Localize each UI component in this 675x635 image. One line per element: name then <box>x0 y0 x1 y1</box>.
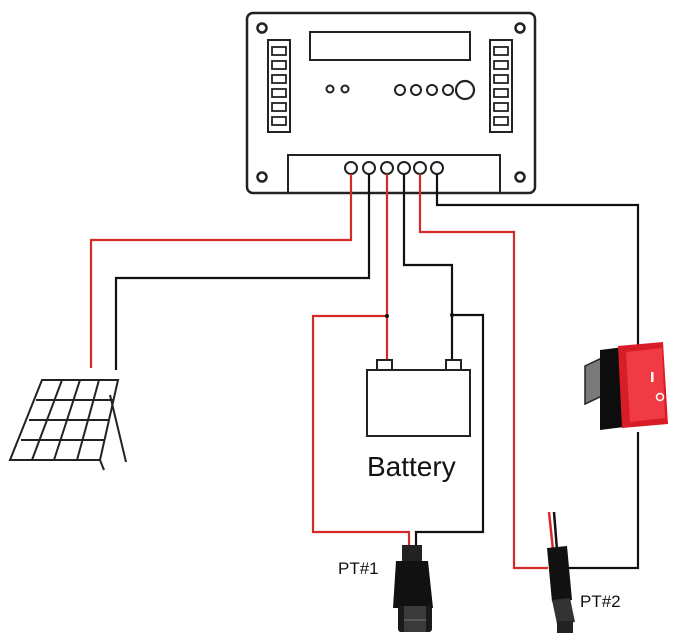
dc-barrel-plug-icon <box>547 511 575 633</box>
controller-vent-slots <box>271 46 509 126</box>
wire-joints <box>385 313 454 318</box>
charge-controller-icon <box>245 11 537 195</box>
pt2-label: PT#2 <box>580 592 621 611</box>
switch-wire-top <box>435 174 640 345</box>
pt2-positive-wire <box>418 174 548 570</box>
switch-wire-bottom <box>568 432 640 570</box>
pt1-label: PT#1 <box>338 559 379 578</box>
dc-barrel-plug-icon <box>393 545 433 632</box>
rocker-switch-icon <box>584 342 668 430</box>
pt1-positive-wire <box>311 314 411 545</box>
solar-negative-wire <box>114 174 371 370</box>
battery-negative-wire <box>402 174 454 360</box>
battery-label: Battery <box>367 451 456 482</box>
battery-icon <box>366 359 471 437</box>
solar-panel-icon <box>8 379 127 471</box>
solar-positive-wire <box>89 174 353 368</box>
pt1-negative-wire <box>414 313 485 545</box>
